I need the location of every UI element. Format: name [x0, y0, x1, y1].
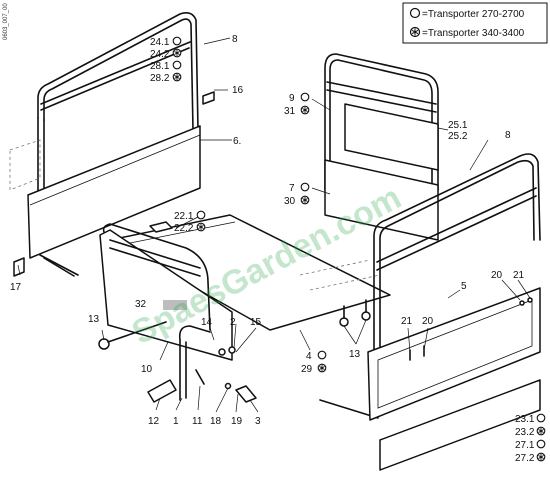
circle-icon	[172, 36, 182, 46]
callout-13-left: 13	[88, 314, 100, 325]
callout-12: 12	[148, 416, 160, 427]
star-circle-icon	[536, 426, 546, 436]
callout-21-mid: 21	[401, 316, 413, 327]
callout-13-right: 13	[349, 349, 361, 360]
star-circle-icon	[172, 48, 182, 58]
callout-20-right: 20	[491, 270, 503, 281]
callout-10: 10	[141, 364, 153, 375]
callout-23-2: 23.2	[515, 427, 535, 438]
callout-23-1: 23.1	[515, 414, 535, 425]
left-rear-panel	[27, 125, 201, 259]
callout-8-left: 8	[232, 34, 238, 45]
star-circle-icon	[536, 452, 546, 462]
label-plate-32	[163, 300, 187, 310]
star-circle-icon	[300, 195, 310, 205]
callout-15: 15	[250, 317, 262, 328]
callout-6: 6.	[233, 136, 241, 147]
left-side-frame	[37, 12, 199, 277]
axle-assembly	[98, 321, 257, 403]
callout-28-1: 28.1	[150, 61, 170, 72]
star-circle-icon	[196, 222, 206, 232]
callout-31: 31	[284, 106, 296, 117]
legend-item-270: =Transporter 270-2700	[422, 9, 525, 20]
main-bed	[109, 214, 391, 331]
right-rear-frame	[324, 53, 439, 191]
star-circle-icon	[317, 363, 327, 373]
callout-19: 19	[231, 416, 243, 427]
right-rear-panel	[324, 159, 439, 241]
callout-8-right: 8	[505, 130, 511, 141]
star-circle-icon	[300, 105, 310, 115]
circle-icon	[300, 92, 310, 102]
lower-side-panel	[379, 379, 541, 471]
circle-icon	[317, 350, 327, 360]
callout-27-1: 27.1	[515, 440, 535, 451]
callout-24-2: 24.2	[150, 49, 170, 60]
legend-box	[402, 2, 548, 44]
callout-11: 11	[192, 416, 203, 427]
callouts: 24.1 24.2 28.1 28.2 8 16 6. 9 31 25.1 25…	[10, 34, 546, 464]
star-circle-icon	[172, 72, 182, 82]
circle-icon	[300, 182, 310, 192]
callout-25-2: 25.2	[448, 131, 468, 142]
callout-16: 16	[232, 85, 244, 96]
callout-18: 18	[210, 416, 222, 427]
callout-14: 14	[201, 317, 213, 328]
screws	[409, 297, 533, 361]
callout-29: 29	[301, 364, 313, 375]
callout-25-1: 25.1	[448, 120, 468, 131]
end-cap-17	[13, 257, 25, 277]
callout-1: 1	[173, 416, 179, 427]
circle-icon	[536, 413, 546, 423]
knob-13	[98, 338, 110, 350]
decal-16	[202, 91, 215, 105]
callout-20-mid: 20	[422, 316, 434, 327]
callout-5: 5	[461, 281, 467, 292]
diagram-reference: 0603_007_00	[3, 3, 9, 40]
right-side-frame	[319, 153, 541, 419]
legend-item-340: =Transporter 340-3400	[422, 28, 525, 39]
circle-icon	[409, 7, 421, 19]
callout-22-1: 22.1	[174, 211, 194, 222]
callout-4: 4	[306, 351, 312, 362]
circle-icon	[196, 210, 206, 220]
circle-icon	[536, 439, 546, 449]
callout-2: 2	[230, 317, 236, 328]
circle-icon	[172, 60, 182, 70]
callout-21-right: 21	[513, 270, 525, 281]
side-panel-5	[367, 287, 541, 421]
callout-27-2: 27.2	[515, 453, 535, 464]
callout-7: 7	[289, 183, 295, 194]
front-hinged-panel	[99, 221, 233, 361]
ghost-outline-left	[9, 139, 41, 191]
callout-9: 9	[289, 93, 295, 104]
callout-17: 17	[10, 282, 22, 293]
star-circle-icon	[409, 26, 421, 38]
callout-3: 3	[255, 416, 261, 427]
callout-28-2: 28.2	[150, 73, 170, 84]
leader-lines	[17, 37, 531, 413]
callout-32: 32	[135, 299, 147, 310]
callout-22-2: 22.2	[174, 223, 194, 234]
callout-30: 30	[284, 196, 296, 207]
legend: =Transporter 270-2700 =Transporter 340-3…	[402, 2, 548, 44]
callout-24-1: 24.1	[150, 37, 170, 48]
